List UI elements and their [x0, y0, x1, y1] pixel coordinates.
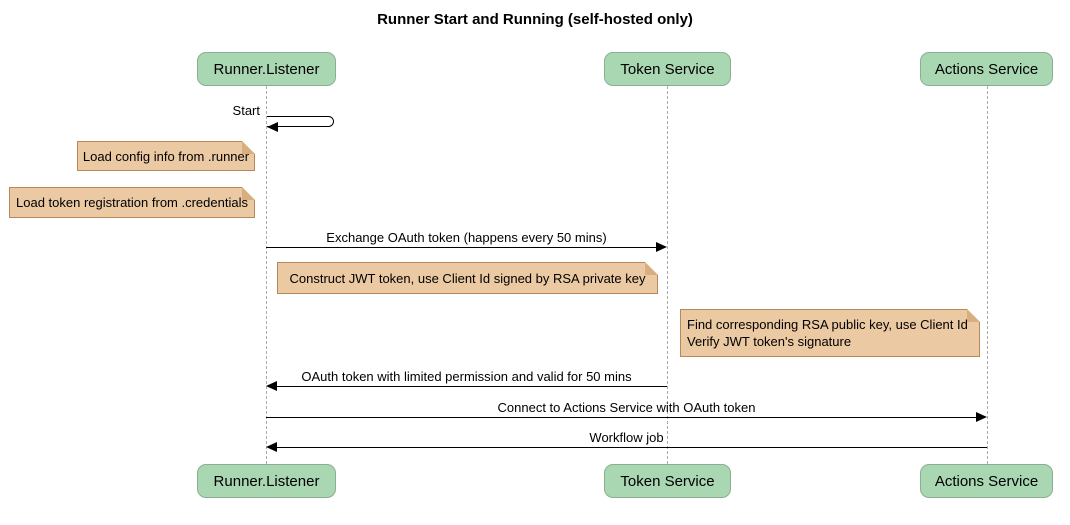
arrowhead-right-icon	[976, 412, 987, 422]
message-connect-label: Connect to Actions Service with OAuth to…	[497, 400, 756, 415]
diagram-title: Runner Start and Running (self-hosted on…	[377, 11, 693, 28]
message-exchange-label: Exchange OAuth token (happens every 50 m…	[326, 230, 607, 245]
note-load-credentials: Load token registration from .credential…	[9, 187, 255, 218]
participant-actions-service-top: Actions Service	[920, 52, 1053, 86]
arrowhead-right-icon	[656, 242, 667, 252]
message-line	[266, 247, 656, 248]
note-construct-jwt: Construct JWT token, use Client Id signe…	[277, 262, 658, 294]
note-load-config-text: Load config info from .runner	[82, 148, 250, 164]
arrowhead-left-icon	[266, 381, 277, 391]
folded-corner-icon	[242, 187, 255, 200]
note-load-config: Load config info from .runner	[77, 141, 255, 171]
participant-runner-listener-top: Runner.Listener	[197, 52, 336, 86]
note-construct-jwt-text: Construct JWT token, use Client Id signe…	[289, 270, 646, 286]
message-start-label: Start	[232, 103, 260, 118]
note-verify-jwt-line2: Verify JWT token's signature	[687, 334, 852, 349]
lifeline-actions-service	[987, 86, 988, 464]
arrowhead-left-icon	[267, 122, 278, 132]
message-line	[266, 417, 976, 418]
message-line	[277, 386, 667, 387]
participant-token-service-bottom: Token Service	[604, 464, 731, 498]
folded-corner-icon	[967, 309, 980, 322]
note-verify-jwt: Find corresponding RSA public key, use C…	[680, 309, 980, 357]
participant-actions-service-bottom: Actions Service	[920, 464, 1053, 498]
note-verify-jwt-line1: Find corresponding RSA public key, use C…	[687, 317, 968, 332]
self-message-loop-line	[267, 116, 334, 127]
message-oauth-return-label: OAuth token with limited permission and …	[301, 369, 632, 384]
message-workflow-label: Workflow job	[589, 430, 664, 445]
participant-token-service-top: Token Service	[604, 52, 731, 86]
arrowhead-left-icon	[266, 442, 277, 452]
folded-corner-icon	[645, 262, 658, 275]
lifeline-runner-listener	[266, 86, 267, 464]
participant-runner-listener-bottom: Runner.Listener	[197, 464, 336, 498]
message-line	[277, 447, 987, 448]
note-load-credentials-text: Load token registration from .credential…	[16, 195, 248, 210]
lifeline-token-service	[667, 86, 668, 464]
folded-corner-icon	[242, 141, 255, 154]
